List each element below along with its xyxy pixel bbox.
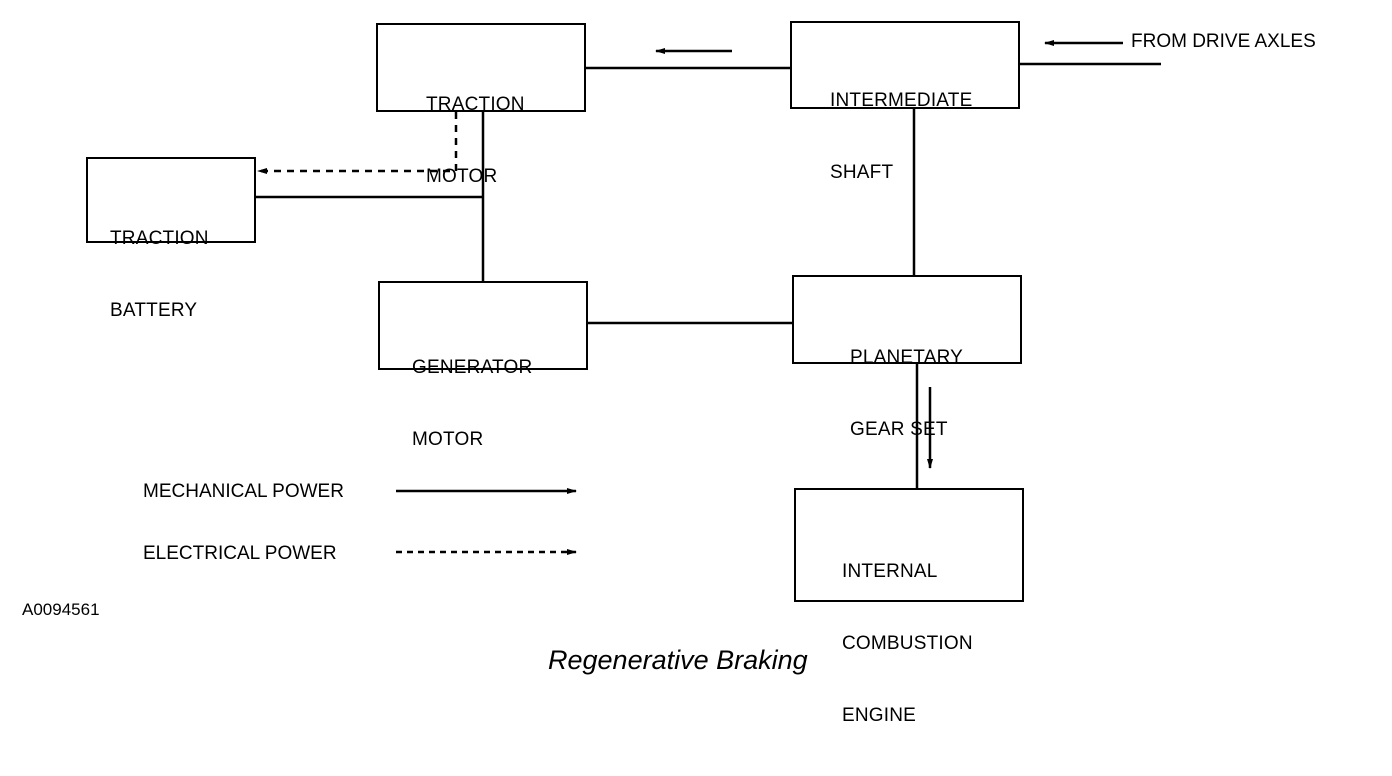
label-line: BATTERY (110, 300, 198, 321)
legend-mechanical-label: MECHANICAL POWER (143, 481, 344, 502)
traction-motor-box: TRACTION MOTOR (376, 23, 586, 187)
label-line: GEAR SET (850, 419, 948, 440)
traction-motor-label: TRACTION MOTOR (426, 45, 525, 237)
label-line: TRACTION (110, 228, 209, 249)
electrical-flow-to-battery (257, 112, 458, 174)
planetary-gear-set-box: PLANETARY GEAR SET (792, 275, 1022, 440)
label-line: COMBUSTION (842, 633, 973, 654)
label-line: INTERNAL (842, 561, 938, 582)
traction-battery-box: TRACTION BATTERY (86, 157, 256, 321)
intermediate-shaft-box: INTERMEDIATE SHAFT (790, 21, 1020, 183)
generator-motor-label: GENERATOR MOTOR (412, 308, 532, 500)
label-line: MOTOR (412, 429, 484, 450)
label-line: TRACTION (426, 94, 525, 115)
intermediate-shaft-label: INTERMEDIATE SHAFT (830, 41, 972, 233)
diagram-title: Regenerative Braking (548, 645, 808, 675)
label-line: INTERMEDIATE (830, 90, 973, 111)
label-line: GENERATOR (412, 357, 533, 378)
traction-battery-label: TRACTION BATTERY (110, 179, 209, 371)
figure-id: A0094561 (22, 600, 100, 619)
label-line: SHAFT (830, 162, 894, 183)
internal-combustion-engine-box: INTERNAL COMBUSTION ENGINE (794, 488, 1024, 726)
planetary-gear-set-label: PLANETARY GEAR SET (850, 298, 963, 490)
from-drive-axles-label: FROM DRIVE AXLES (1131, 31, 1316, 52)
label-line: ENGINE (842, 705, 917, 726)
internal-combustion-engine-label: INTERNAL COMBUSTION ENGINE (842, 512, 973, 776)
connector-layer (254, 40, 1161, 555)
label-line: MOTOR (426, 166, 498, 187)
label-line: PLANETARY (850, 347, 964, 368)
generator-motor-box: GENERATOR MOTOR (378, 281, 588, 450)
legend-electrical-label: ELECTRICAL POWER (143, 543, 337, 564)
